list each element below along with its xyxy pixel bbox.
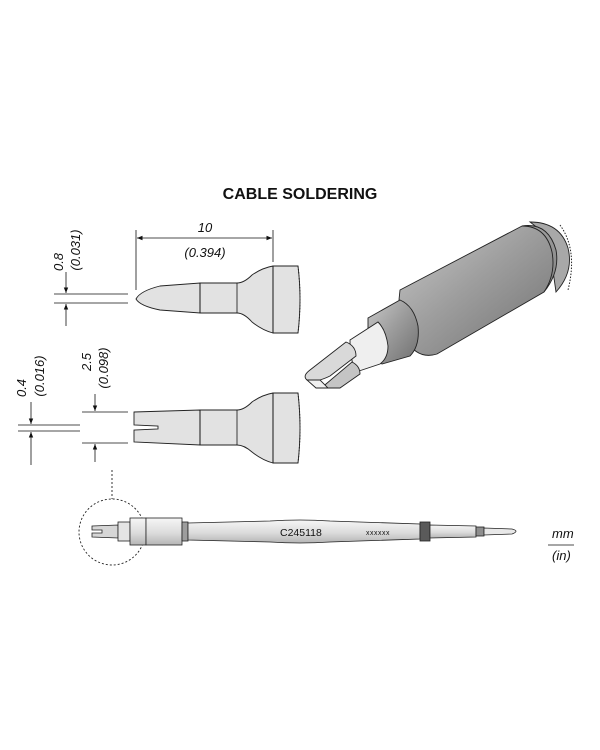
drawing-title: CABLE SOLDERING: [223, 186, 378, 203]
tip-top-view: [133, 392, 301, 464]
length-dimension: 10 (0.394): [135, 220, 274, 290]
units-metric-label: mm: [552, 526, 574, 541]
tip-side-view: [135, 265, 301, 334]
cartridge-full-view: C245118 xxxxxx: [78, 470, 517, 566]
slot-mm-label: 0.4: [14, 379, 29, 397]
part-number-label: C245118: [280, 527, 322, 539]
length-in-label: (0.394): [184, 245, 225, 260]
units-imperial-label: (in): [552, 548, 571, 563]
length-mm-label: 10: [198, 220, 213, 235]
tip-width-dimension: 2.5 (0.098): [79, 347, 128, 462]
serial-number-label: xxxxxx: [366, 530, 390, 537]
units-legend: mm (in): [548, 526, 574, 563]
tip-width-mm-label: 2.5: [79, 352, 94, 372]
thickness-dimension: 0.8 (0.031): [51, 229, 128, 326]
slot-in-label: (0.016): [32, 355, 47, 396]
thickness-mm-label: 0.8: [51, 252, 66, 271]
thickness-in-label: (0.031): [68, 229, 83, 270]
slot-width-dimension: 0.4 (0.016): [14, 355, 80, 465]
tip-width-in-label: (0.098): [96, 347, 111, 388]
cartridge-3d-view: [304, 221, 573, 389]
